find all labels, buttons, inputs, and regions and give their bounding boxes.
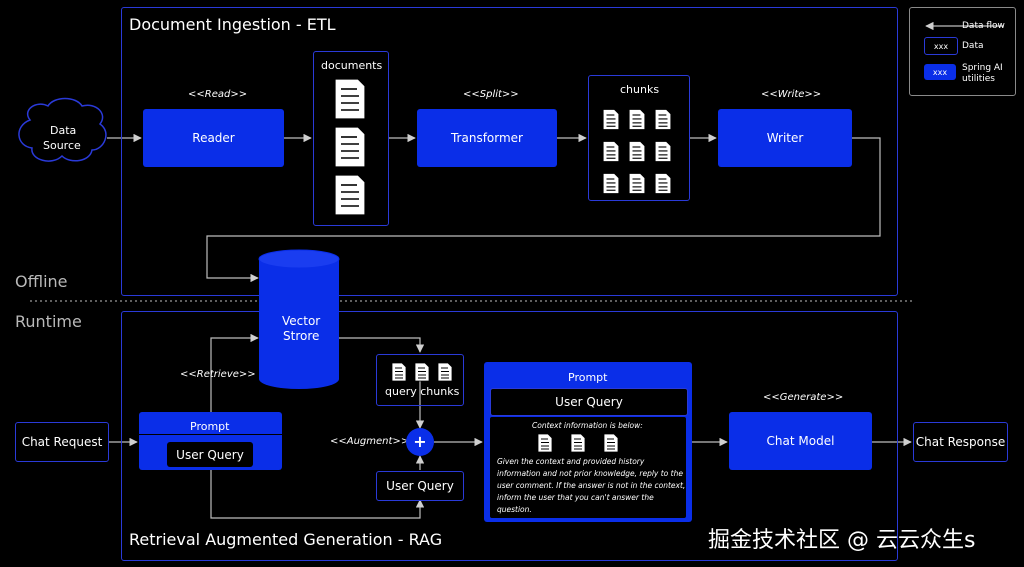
small-document-icon: [654, 140, 672, 163]
prompt-left-header: Prompt: [190, 420, 230, 433]
writer-box: Writer: [718, 109, 852, 167]
small-document-icon: [437, 362, 453, 382]
chunks-label: chunks: [620, 83, 660, 96]
prompt-right-user-query: User Query: [490, 388, 688, 416]
small-document-icon: [602, 140, 620, 163]
context-heading: Context information is below:: [532, 421, 643, 430]
query-chunks-frame: [376, 354, 464, 406]
context-line-3: user comment. If the answer is not in th…: [497, 481, 686, 490]
retrieve-stereotype: <<Retrieve>>: [180, 369, 256, 380]
prompt-right-header: Prompt: [568, 371, 608, 384]
small-document-icon: [628, 140, 646, 163]
prompt-left-user-query: User Query: [167, 442, 253, 467]
reader-box: Reader: [143, 109, 284, 167]
rag-title: Retrieval Augmented Generation - RAG: [129, 530, 443, 549]
generate-stereotype: <<Generate>>: [763, 392, 844, 403]
legend-data-flow-label: Data flow: [962, 21, 1005, 31]
small-document-icon: [602, 172, 620, 195]
legend-data-label: Data: [962, 41, 984, 51]
document-icon: [334, 174, 366, 216]
legend-utility-label-line2: utilities: [962, 74, 995, 84]
prompt-context-panel: [490, 417, 686, 518]
vector-store-label-line1: Vector: [282, 314, 321, 328]
split-stereotype: <<Split>>: [463, 89, 519, 100]
offline-label: Offline: [15, 272, 68, 291]
legend-utility-label-line1: Spring AI: [962, 63, 1003, 73]
legend-utility-sample: xxx: [924, 64, 956, 80]
small-document-icon: [391, 362, 407, 382]
small-document-icon: [414, 362, 430, 382]
rag-frame: [121, 311, 898, 561]
watermark-text: 掘金技术社区 @ 云云众生s: [708, 528, 976, 553]
vector-store-cylinder: [258, 249, 340, 389]
context-line-2: information and not prior knowledge, rep…: [497, 469, 683, 478]
small-document-icon: [537, 433, 553, 453]
small-document-icon: [603, 433, 619, 453]
data-source-line1: Data: [50, 124, 77, 137]
transformer-box: Transformer: [417, 109, 557, 167]
chat-response-box: Chat Response: [913, 422, 1008, 462]
small-document-icon: [570, 433, 586, 453]
small-document-icon: [654, 108, 672, 131]
documents-frame: [313, 51, 389, 226]
query-chunks-label: query chunks: [385, 385, 460, 398]
etl-title: Document Ingestion - ETL: [129, 15, 336, 34]
small-document-icon: [628, 108, 646, 131]
chunks-frame: [588, 75, 690, 201]
context-line-5: question.: [497, 505, 532, 514]
augment-plus-node: +: [406, 428, 434, 456]
chat-request-box: Chat Request: [15, 422, 109, 462]
document-icon: [334, 126, 366, 168]
etl-frame: [121, 7, 898, 296]
vector-store-label-line2: Strore: [283, 329, 320, 343]
document-icon: [334, 78, 366, 120]
context-line-1: Given the context and provided history: [497, 457, 645, 466]
plus-icon: +: [413, 432, 427, 451]
read-stereotype: <<Read>>: [188, 89, 248, 100]
small-document-icon: [628, 172, 646, 195]
data-source-line2: Source: [43, 139, 81, 152]
augment-stereotype: <<Augment>>: [330, 436, 410, 447]
small-document-icon: [602, 108, 620, 131]
small-document-icon: [654, 172, 672, 195]
context-line-4: inform the user that you can't answer th…: [497, 493, 654, 502]
write-stereotype: <<Write>>: [761, 89, 822, 100]
chat-model-box: Chat Model: [729, 412, 872, 470]
documents-label: documents: [321, 59, 383, 72]
user-query-bottom-box: User Query: [376, 471, 464, 501]
data-source-cloud: [18, 97, 107, 162]
legend-data-sample: xxx: [924, 37, 958, 55]
legend: [909, 7, 1016, 96]
runtime-label: Runtime: [15, 312, 82, 331]
